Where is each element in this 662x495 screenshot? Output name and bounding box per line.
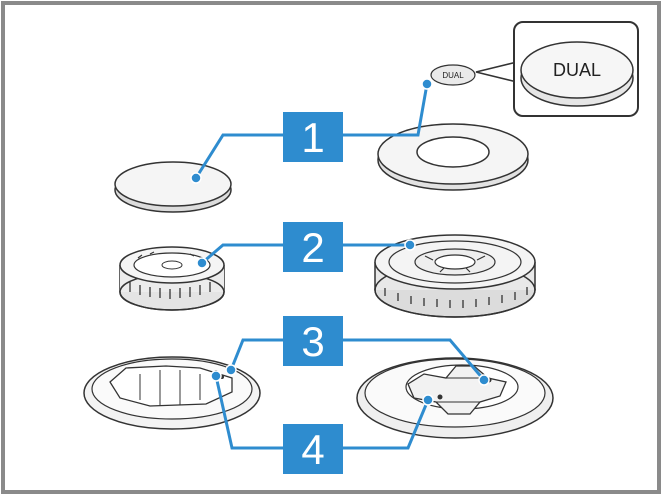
dual-zoom-callout: DUAL — [475, 21, 639, 117]
callout-2-number: 2 — [301, 224, 324, 271]
callout-1: 1 — [283, 112, 343, 162]
small-burner-head — [119, 246, 225, 311]
callout-4-number: 4 — [301, 426, 324, 473]
callout-4: 4 — [283, 424, 343, 474]
dual-burner-base — [356, 357, 554, 439]
dual-burner-head — [374, 234, 536, 318]
callout-3-number: 3 — [301, 318, 324, 365]
leader-lines — [194, 82, 486, 450]
callout-2: 2 — [283, 222, 343, 272]
small-burner-cap — [114, 161, 232, 213]
leader-endpoints — [190, 78, 490, 406]
dual-marking-small: DUAL — [430, 64, 476, 86]
dual-label-small: DUAL — [442, 71, 464, 80]
callout-1-number: 1 — [301, 114, 324, 161]
dual-label-large: DUAL — [553, 60, 601, 80]
callout-3: 3 — [283, 316, 343, 366]
dual-burner-cap — [377, 123, 529, 191]
